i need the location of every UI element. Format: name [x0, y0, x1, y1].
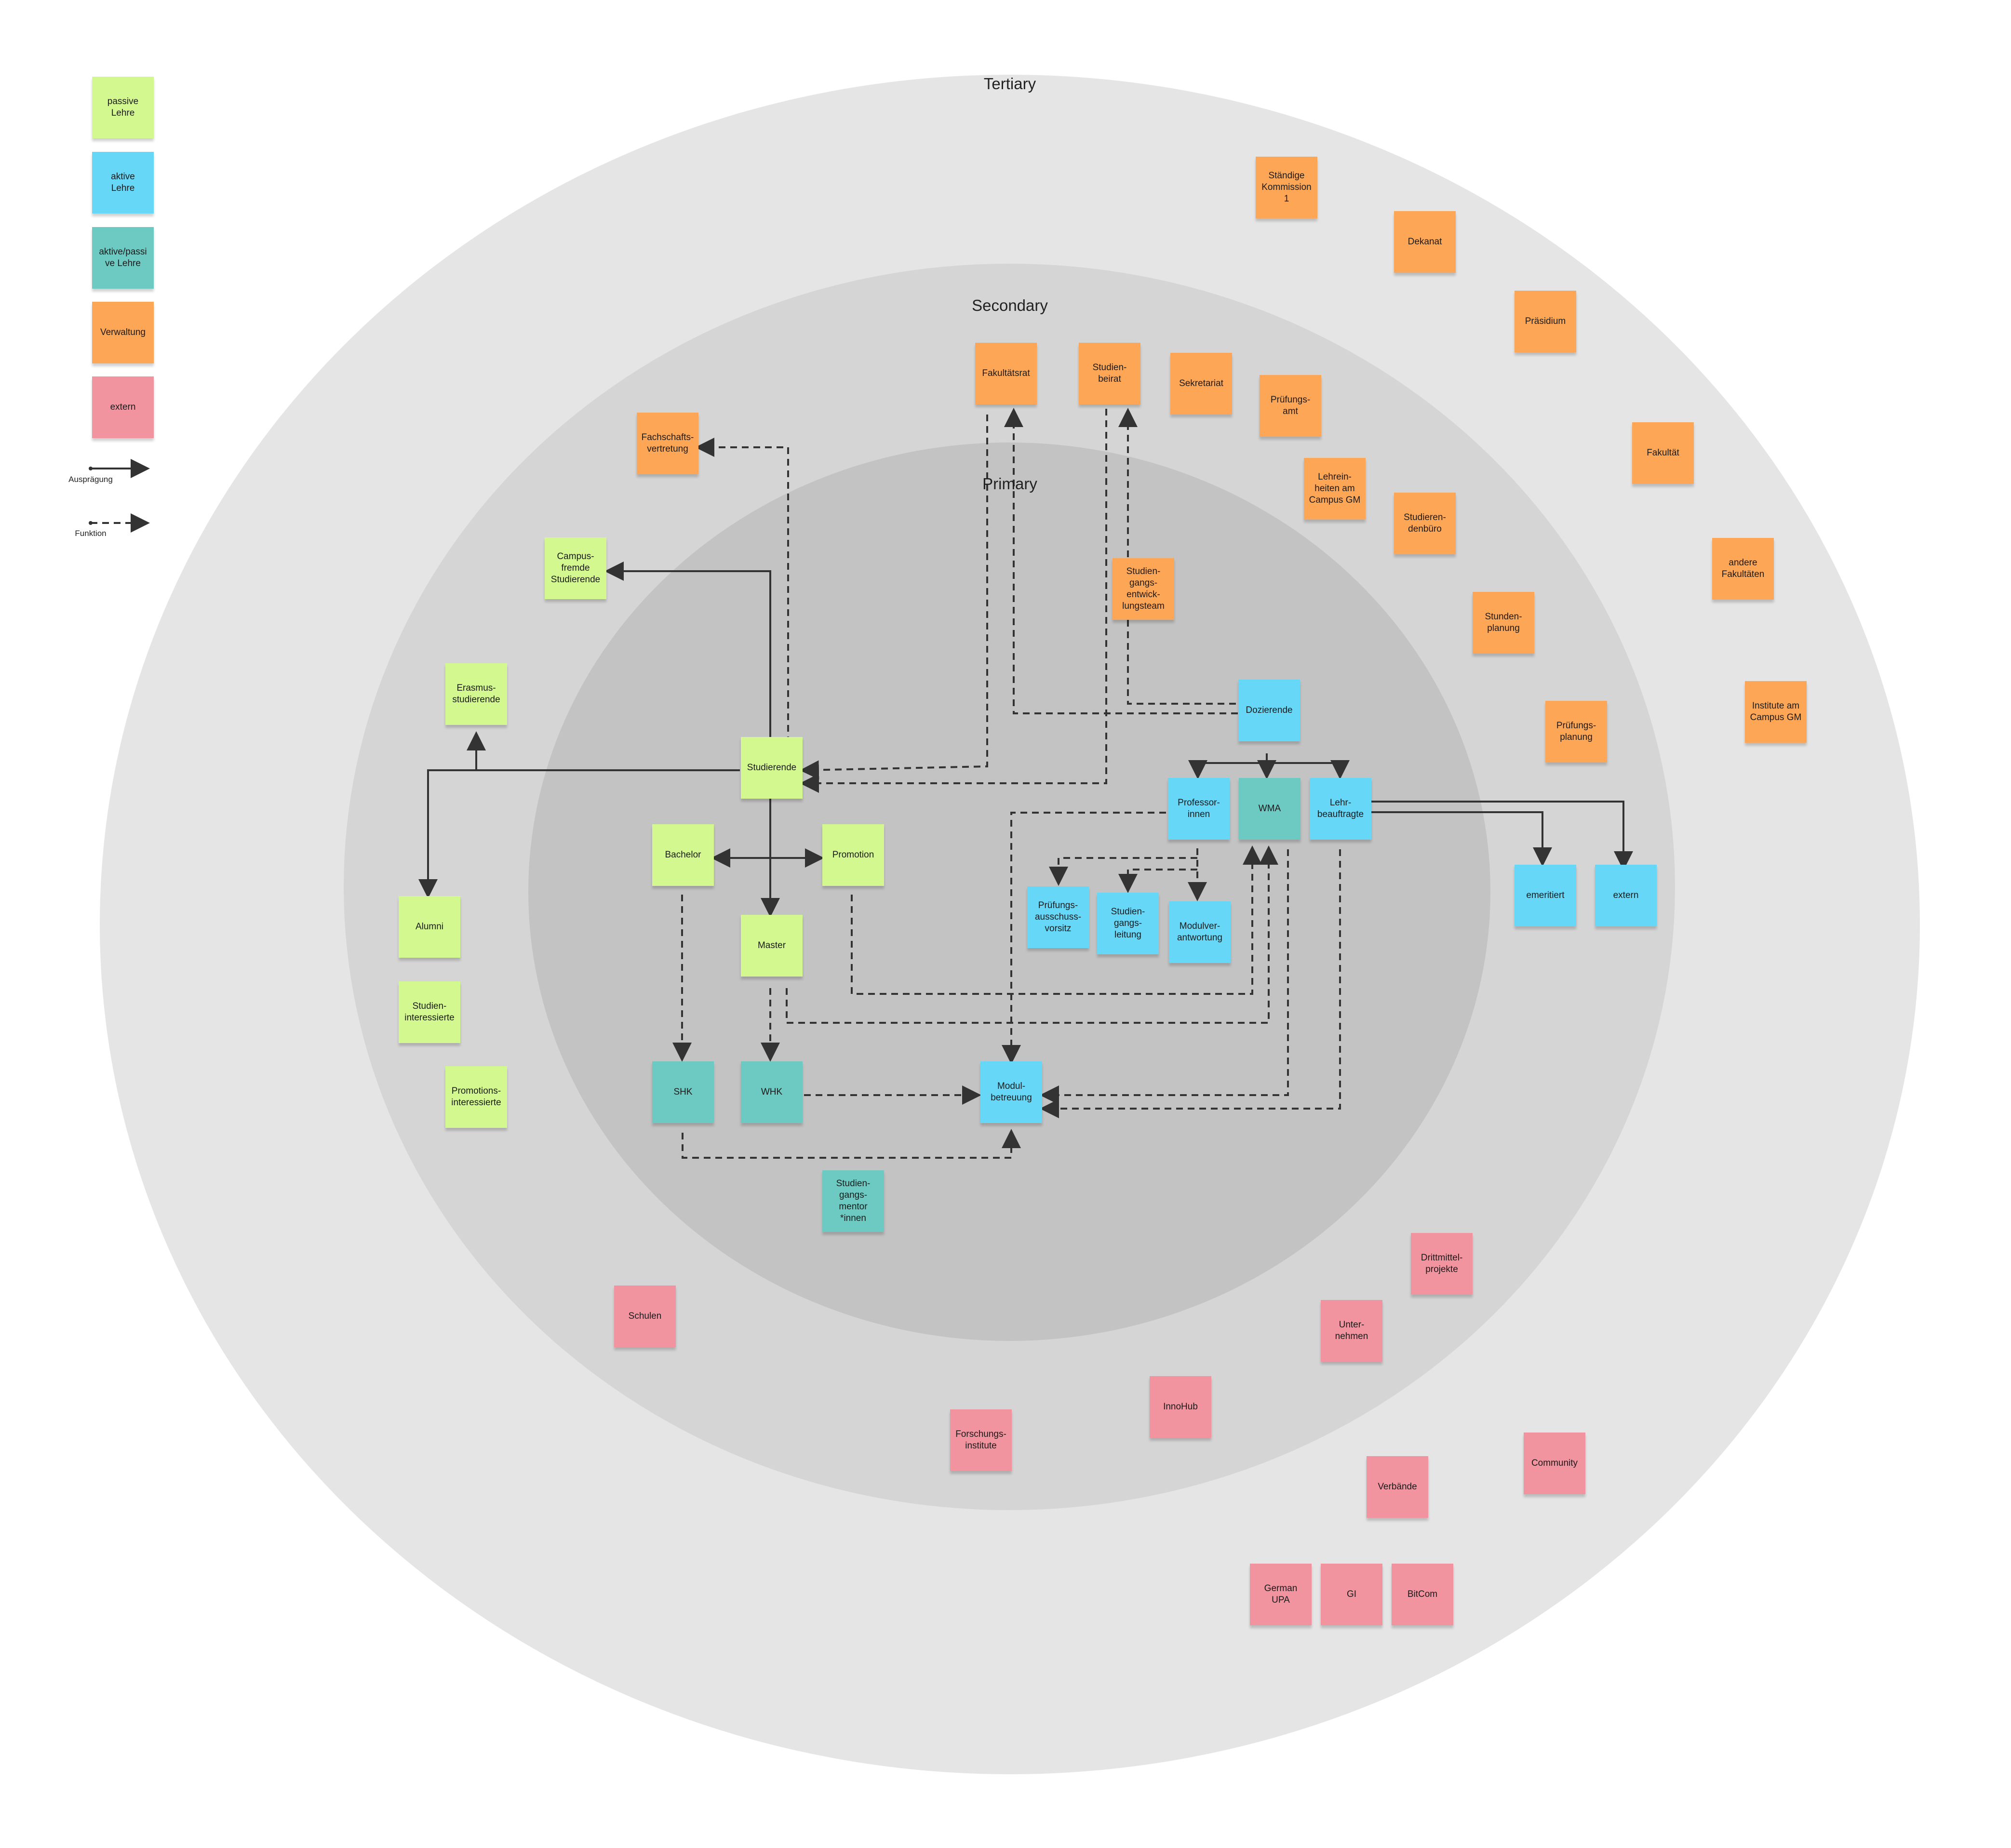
legend-dashed-dot [89, 521, 93, 525]
note-promotion[interactable]: Promotion [822, 824, 884, 886]
note-bachelor[interactable]: Bachelor [652, 824, 714, 886]
legend-extern: extern [92, 376, 154, 438]
note-master[interactable]: Master [741, 915, 803, 977]
connector-lehrbeauftragte-modulbetreuung [1040, 849, 1341, 1118]
note-unternehmen[interactable]: Unter- nehmen [1321, 1300, 1382, 1362]
note-stundenplanung[interactable]: Stunden- planung [1473, 592, 1534, 654]
legend-aktive-lehre: aktive Lehre [92, 152, 154, 214]
note-dekanat[interactable]: Dekanat [1394, 211, 1456, 273]
note-lehreinheiten[interactable]: Lehrein- heiten am Campus GM [1304, 458, 1366, 520]
note-studiengangsmentorinnen[interactable]: Studien- gangs- mentor *innen [822, 1170, 884, 1232]
note-studierendenbuero[interactable]: Studieren- denbüro [1394, 493, 1456, 554]
connector-shk-modulbetreuung [682, 1129, 1021, 1159]
note-bitcom[interactable]: BitCom [1392, 1564, 1453, 1625]
connector-studierende-campusfremde [604, 562, 771, 766]
connector-dozierende-fakultaetsrat [1004, 408, 1238, 714]
note-staendige-kommission[interactable]: Ständige Kommission 1 [1256, 157, 1317, 218]
note-emeritiert[interactable]: emeritiert [1515, 865, 1576, 926]
note-institute[interactable]: Institute am Campus GM [1745, 681, 1807, 743]
primary-ring [528, 442, 1490, 1341]
note-verbaende[interactable]: Verbände [1367, 1456, 1428, 1518]
legend-passive-lehre: passive Lehre [92, 77, 154, 138]
note-wma[interactable]: WMA [1239, 778, 1300, 840]
note-schulen[interactable]: Schulen [614, 1286, 676, 1347]
note-studiengangsleitung[interactable]: Studien- gangs- leitung [1097, 893, 1159, 954]
connector-wma-modulbetreuung [1040, 849, 1289, 1105]
note-modulverantwortung[interactable]: Modulver- antwortung [1169, 901, 1231, 963]
note-pruefungsausschussvorsitz[interactable]: Prüfungs- ausschuss- vorsitz [1027, 886, 1089, 948]
note-shk[interactable]: SHK [652, 1061, 714, 1123]
note-lehrbeauftragte[interactable]: Lehr- beauftragte [1310, 778, 1371, 840]
connector-prof-pav [1049, 857, 1197, 886]
note-fakultaet[interactable]: Fakultät [1632, 422, 1694, 484]
note-praesidium[interactable]: Präsidium [1515, 291, 1576, 352]
note-andere-fakultaeten[interactable]: andere Fakultäten [1712, 538, 1774, 600]
note-modulbetreuung[interactable]: Modul- betreuung [980, 1061, 1042, 1123]
note-campusfremde[interactable]: Campus- fremde Studierende [545, 537, 606, 599]
connector-dozierende-lehrbeauftragte [1267, 760, 1350, 779]
primary-label: Primary [982, 475, 1037, 493]
connector-lehrbeauftragte-emeritiert [1371, 811, 1552, 867]
connector-fakultaetsrat-studierende [800, 415, 988, 780]
connector-dozierende-studienbeirat [1118, 408, 1259, 705]
note-fachschaftsvertretung[interactable]: Fachschafts- vertretung [637, 413, 698, 474]
note-pruefungsplanung[interactable]: Prüfungs- planung [1545, 701, 1607, 763]
note-studieninteressierte[interactable]: Studien- interessierte [399, 981, 460, 1043]
connector-professorinnen-modulbetreuung [1002, 812, 1166, 1064]
secondary-label: Secondary [972, 296, 1048, 314]
note-innohub[interactable]: InnoHub [1150, 1376, 1211, 1438]
legend-solid-dot [89, 467, 93, 470]
connector-studierende-alumni [418, 769, 476, 898]
connector-promotion-wma [851, 845, 1262, 995]
note-whk[interactable]: WHK [741, 1061, 803, 1123]
dashed-connectors [91, 408, 1341, 1159]
note-drittmittelprojekte[interactable]: Drittmittel- projekte [1411, 1233, 1473, 1295]
note-extern[interactable]: extern [1595, 865, 1657, 926]
connector-lehrbeauftragte-extern [1371, 801, 1633, 870]
legend-funktion-label: Funktion [75, 529, 107, 538]
note-german-upa[interactable]: German UPA [1250, 1564, 1312, 1625]
legend-auspraegung-label: Ausprägung [68, 475, 113, 484]
note-studierende[interactable]: Studierende [741, 737, 803, 799]
note-sekretariat[interactable]: Sekretariat [1170, 353, 1232, 415]
note-alumni[interactable]: Alumni [399, 896, 460, 958]
note-erasmus[interactable]: Erasmus- studierende [445, 663, 507, 725]
note-community[interactable]: Community [1524, 1433, 1585, 1494]
connectors [91, 459, 1633, 917]
note-dozierende[interactable]: Dozierende [1238, 680, 1300, 741]
tertiary-label: Tertiary [983, 75, 1036, 93]
legend-mixed-lehre: aktive/passi ve Lehre [92, 227, 154, 289]
note-studienbeirat[interactable]: Studien- beirat [1079, 343, 1140, 404]
note-professorinnen[interactable]: Professor- innen [1168, 778, 1230, 840]
note-sg-entwicklungsteam[interactable]: Studien- gangs- entwick- lungsteam [1113, 558, 1174, 620]
connector-studienbeirat-studierende [800, 409, 1107, 793]
connector-dozierende-professorinnen [1188, 753, 1268, 779]
connector-prof-sgl [1118, 869, 1197, 893]
legend-verwaltung: Verwaltung [92, 302, 154, 363]
connector-master-wma [786, 845, 1278, 1024]
note-promotionsinteressierte[interactable]: Promotions- interessierte [445, 1066, 507, 1128]
connector-studierende-fachschaft [695, 438, 789, 766]
note-gi[interactable]: GI [1321, 1564, 1382, 1625]
note-forschungsinstitute[interactable]: Forschungs- institute [950, 1409, 1012, 1471]
note-fakultaetsrat[interactable]: Fakultätsrat [975, 343, 1037, 404]
note-pruefungsamt[interactable]: Prüfungs- amt [1260, 375, 1321, 437]
